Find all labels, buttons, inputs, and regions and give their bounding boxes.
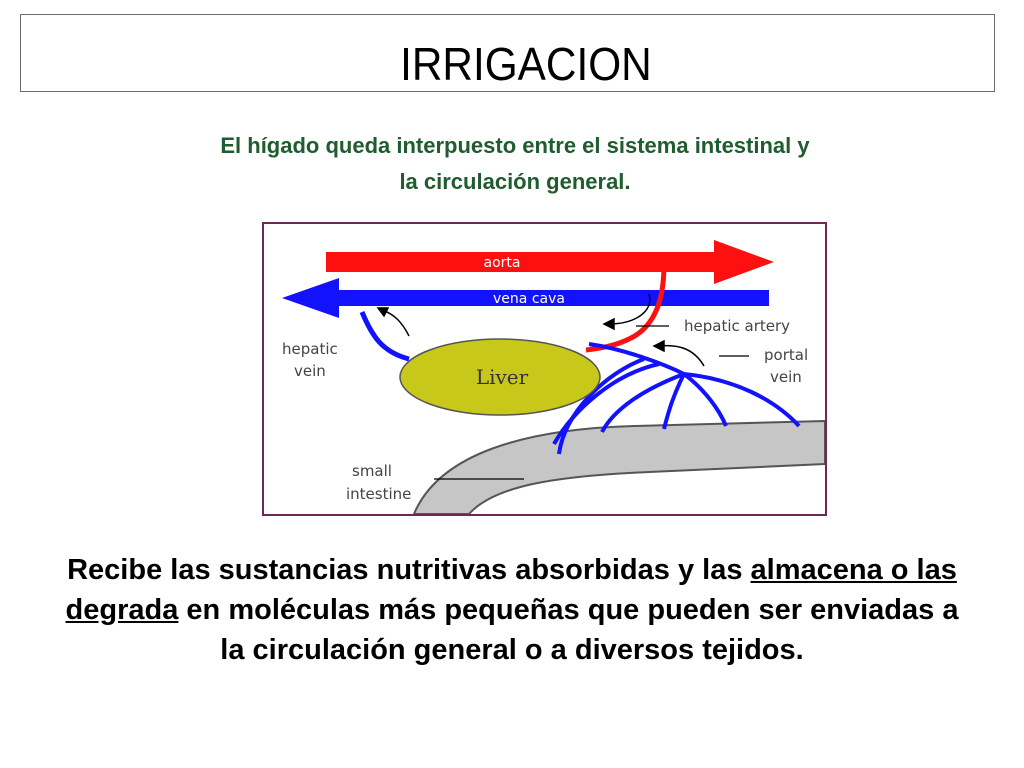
aorta-arrow	[326, 240, 774, 284]
aorta-label: aorta	[484, 255, 521, 271]
liver-label: Liver	[476, 365, 529, 389]
portal-vein-label-line1: portal	[764, 346, 808, 364]
hepatic-vein-label-line1: hepatic	[282, 340, 338, 358]
title-box: IRRIGACION	[20, 14, 995, 92]
portal-vein-label-line2: vein	[770, 368, 802, 386]
body-text-part1: Recibe las sustancias nutritivas absorbi…	[67, 554, 743, 586]
small-intestine-label-line2: intestine	[346, 485, 411, 503]
hepatic-vein-label-line2: vein	[294, 362, 326, 380]
portal-vein-vessels	[552, 342, 801, 455]
small-intestine-shape	[412, 419, 825, 514]
vena-cava-label: vena cava	[493, 291, 565, 307]
small-intestine-label-line1: small	[352, 462, 392, 480]
hepatic-vein-vessel	[359, 311, 410, 362]
page-title: IRRIGACION	[400, 38, 652, 90]
vena-cava-arrow	[282, 278, 769, 318]
liver-circulation-diagram: aorta vena cava Liver	[262, 222, 827, 516]
subtitle-line-1: El hígado queda interpuesto entre el sis…	[220, 133, 810, 158]
subtitle: El hígado queda interpuesto entre el sis…	[100, 128, 930, 200]
body-text-part2: en moléculas más pequeñas que pueden ser…	[178, 594, 959, 666]
body-paragraph: Recibe las sustancias nutritivas absorbi…	[60, 550, 964, 670]
body-text-underlined: almacena o las degrada	[65, 554, 957, 626]
liver-shape	[399, 338, 601, 416]
subtitle-line-2: la circulación general.	[399, 169, 631, 194]
hepatic-artery-label: hepatic artery	[684, 317, 790, 335]
flow-arrows	[376, 293, 705, 367]
hepatic-artery-vessel	[585, 263, 667, 353]
